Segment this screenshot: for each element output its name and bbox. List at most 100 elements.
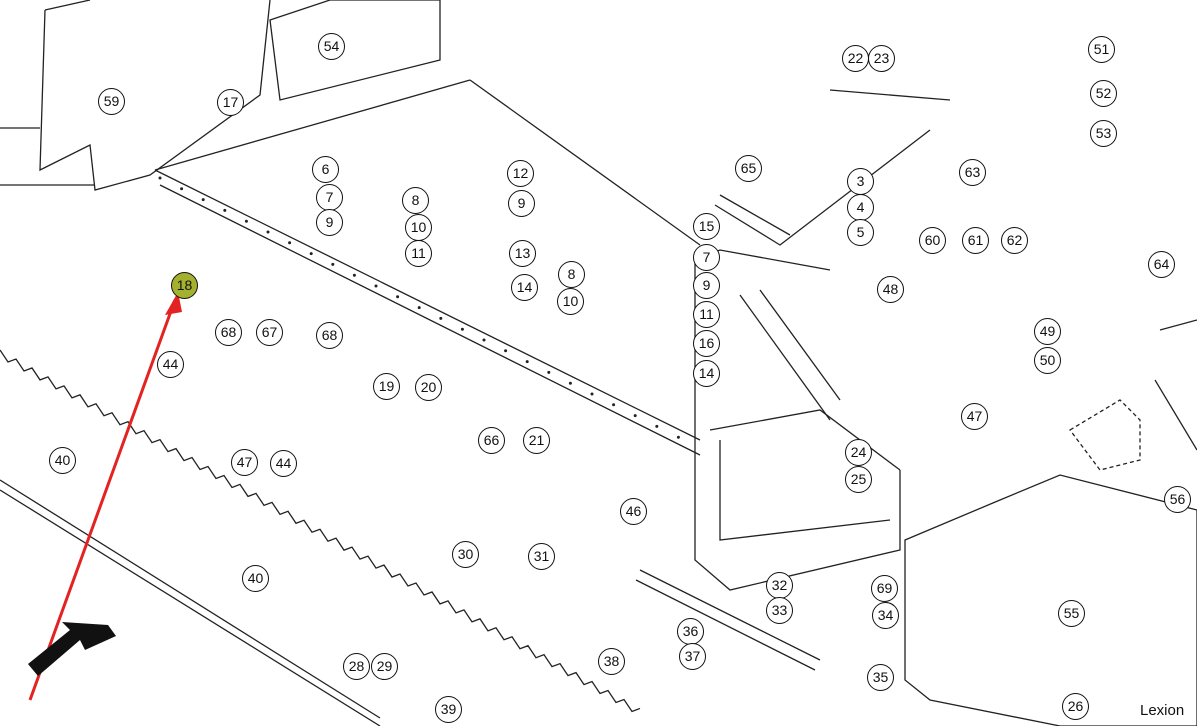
callout-46: 46 xyxy=(620,498,647,525)
callout-52: 52 xyxy=(1090,80,1117,107)
callout-26: 26 xyxy=(1062,693,1089,720)
callout-44: 44 xyxy=(270,450,297,477)
callout-28: 28 xyxy=(343,653,370,680)
beam-hole xyxy=(374,284,378,288)
wear-strip xyxy=(0,479,381,726)
beam-hole xyxy=(439,316,443,320)
callout-7: 7 xyxy=(316,184,343,211)
beam-hole xyxy=(525,360,529,364)
callout-60: 60 xyxy=(919,227,946,254)
cutter-beam xyxy=(154,79,701,456)
callout-9: 9 xyxy=(508,190,535,217)
callout-51: 51 xyxy=(1088,36,1115,63)
callout-7: 7 xyxy=(693,244,720,271)
callout-14: 14 xyxy=(511,274,538,301)
callout-48: 48 xyxy=(877,276,904,303)
callout-66: 66 xyxy=(478,427,505,454)
callout-47: 47 xyxy=(961,403,988,430)
beam-hole xyxy=(504,349,508,353)
callout-17: 17 xyxy=(217,89,244,116)
callout-4: 4 xyxy=(847,194,874,221)
callout-15: 15 xyxy=(693,213,720,240)
callout-39: 39 xyxy=(435,696,462,723)
callout-9: 9 xyxy=(693,272,720,299)
callout-40: 40 xyxy=(49,447,76,474)
pointer-arrow-head xyxy=(165,292,182,315)
dashed-shield xyxy=(1069,399,1141,471)
callout-56: 56 xyxy=(1164,486,1191,513)
callout-11: 11 xyxy=(693,301,720,328)
callout-55: 55 xyxy=(1058,600,1085,627)
callout-22: 22 xyxy=(842,45,869,72)
callout-54: 54 xyxy=(318,33,345,60)
beam-hole xyxy=(633,414,637,418)
beam-hole xyxy=(612,403,616,407)
callout-63: 63 xyxy=(959,159,986,186)
callout-36: 36 xyxy=(677,618,704,645)
callout-40: 40 xyxy=(242,565,269,592)
callout-16: 16 xyxy=(693,330,720,357)
callout-33: 33 xyxy=(766,597,793,624)
side-panel xyxy=(1154,319,1197,451)
callout-37: 37 xyxy=(679,643,706,670)
callout-47: 47 xyxy=(231,449,258,476)
beam-hole xyxy=(331,262,335,266)
callout-24: 24 xyxy=(845,439,872,466)
callout-18: 18 xyxy=(171,272,198,299)
callout-3: 3 xyxy=(847,168,874,195)
callout-12: 12 xyxy=(507,160,534,187)
beam-hole xyxy=(676,435,680,439)
callout-64: 64 xyxy=(1148,251,1175,278)
knife-head-bar xyxy=(635,569,821,671)
callout-30: 30 xyxy=(452,541,479,568)
callout-6: 6 xyxy=(312,156,339,183)
callout-32: 32 xyxy=(766,572,793,599)
callout-44: 44 xyxy=(157,351,184,378)
beam-hole xyxy=(288,241,292,245)
callout-23: 23 xyxy=(868,45,895,72)
beam-hole xyxy=(568,381,572,385)
callout-25: 25 xyxy=(845,466,872,493)
callout-11: 11 xyxy=(405,240,432,267)
callout-19: 19 xyxy=(373,373,400,400)
callout-61: 61 xyxy=(962,227,989,254)
callout-14: 14 xyxy=(693,360,720,387)
pointer-arrow-line xyxy=(28,299,177,701)
beam-hole xyxy=(266,230,270,234)
callout-13: 13 xyxy=(509,240,536,267)
callout-53: 53 xyxy=(1090,120,1117,147)
housing-panel xyxy=(0,0,271,191)
callout-21: 21 xyxy=(523,427,550,454)
callout-31: 31 xyxy=(528,543,555,570)
beam-hole xyxy=(201,198,205,202)
cover-plate xyxy=(269,0,441,101)
end-shield xyxy=(904,474,1197,726)
beam-hole xyxy=(590,392,594,396)
callout-65: 65 xyxy=(735,155,762,182)
callout-35: 35 xyxy=(867,664,894,691)
callout-68: 68 xyxy=(316,322,343,349)
callout-67: 67 xyxy=(256,319,283,346)
callout-69: 69 xyxy=(871,575,898,602)
callout-62: 62 xyxy=(1001,227,1028,254)
callout-59: 59 xyxy=(98,88,125,115)
beam-hole xyxy=(223,208,227,212)
callout-10: 10 xyxy=(557,288,584,315)
beam-hole xyxy=(417,306,421,310)
beam-hole xyxy=(180,187,184,191)
callout-8: 8 xyxy=(402,187,429,214)
beam-hole xyxy=(352,273,356,277)
callout-68: 68 xyxy=(215,319,242,346)
callout-10: 10 xyxy=(405,214,432,241)
beam-hole xyxy=(655,424,659,428)
callout-29: 29 xyxy=(371,653,398,680)
callout-8: 8 xyxy=(558,261,585,288)
beam-hole xyxy=(158,176,162,180)
callout-50: 50 xyxy=(1034,347,1061,374)
beam-hole xyxy=(309,252,313,256)
callout-20: 20 xyxy=(415,374,442,401)
beam-hole xyxy=(244,219,248,223)
beam-hole xyxy=(547,370,551,374)
